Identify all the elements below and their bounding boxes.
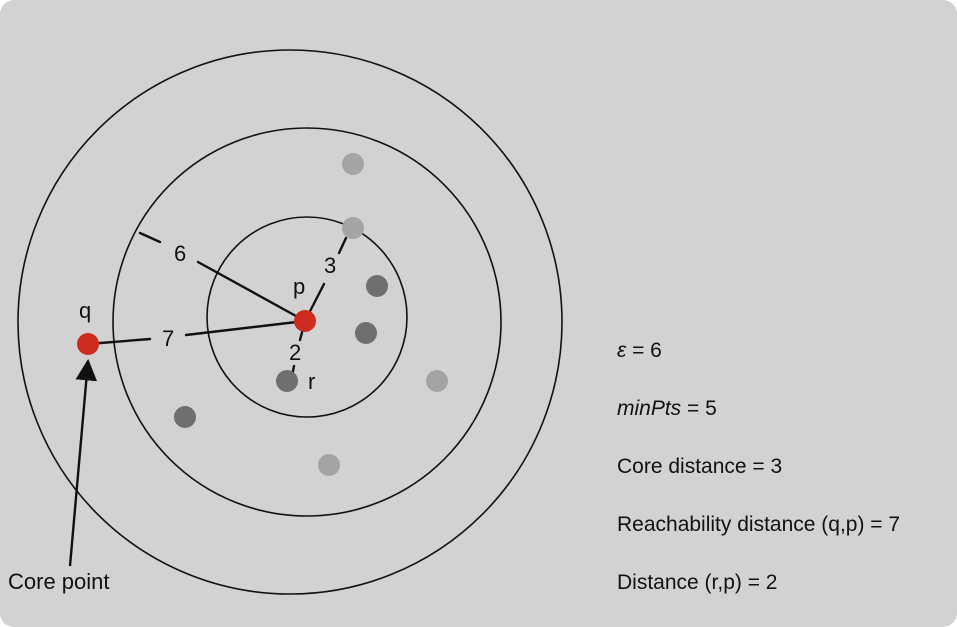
light-point-bottom: [318, 454, 340, 476]
light-point-far-right: [426, 370, 448, 392]
epsilon-symbol: ε: [617, 339, 627, 362]
label-q: q: [79, 298, 91, 323]
minpts-name: minPts: [617, 397, 682, 420]
core-segment-b: [337, 236, 348, 255]
core-point-arrow: [68, 358, 98, 567]
minpts-value: = 5: [681, 397, 717, 420]
core-point-caption: Core point: [8, 569, 110, 594]
point-r: [276, 370, 298, 392]
epsilon-distance-label: 6: [174, 241, 186, 266]
core-distance-info: Core distance = 3: [617, 455, 782, 478]
light-point-core-boundary: [342, 217, 364, 239]
label-p: p: [293, 274, 305, 299]
dark-point-upper-right: [366, 275, 388, 297]
epsilon-segment-a: [138, 231, 162, 244]
core-distance-ring: [206, 216, 408, 418]
outer-ring: [17, 49, 563, 595]
epsilon-info: ε = 6: [617, 339, 662, 362]
minpts-info: minPts = 5: [617, 397, 717, 420]
light-point-top: [342, 153, 364, 175]
point-q: [77, 333, 99, 355]
dark-point-right: [355, 322, 377, 344]
epsilon-segment-b: [196, 260, 307, 323]
r-distance-label: 2: [289, 340, 301, 365]
reachability-distance-label: 7: [162, 326, 174, 351]
epsilon-value: = 6: [626, 339, 662, 362]
epsilon-ring: [112, 127, 502, 517]
distance-r-p-info: Distance (r,p) = 2: [617, 571, 777, 594]
dark-point-lower-left: [174, 406, 196, 428]
point-p: [294, 310, 316, 332]
core-distance-label: 3: [324, 253, 336, 278]
reachability-distance-info: Reachability distance (q,p) = 7: [617, 513, 900, 536]
label-r: r: [308, 369, 315, 394]
reachability-segment-b: [184, 319, 307, 337]
